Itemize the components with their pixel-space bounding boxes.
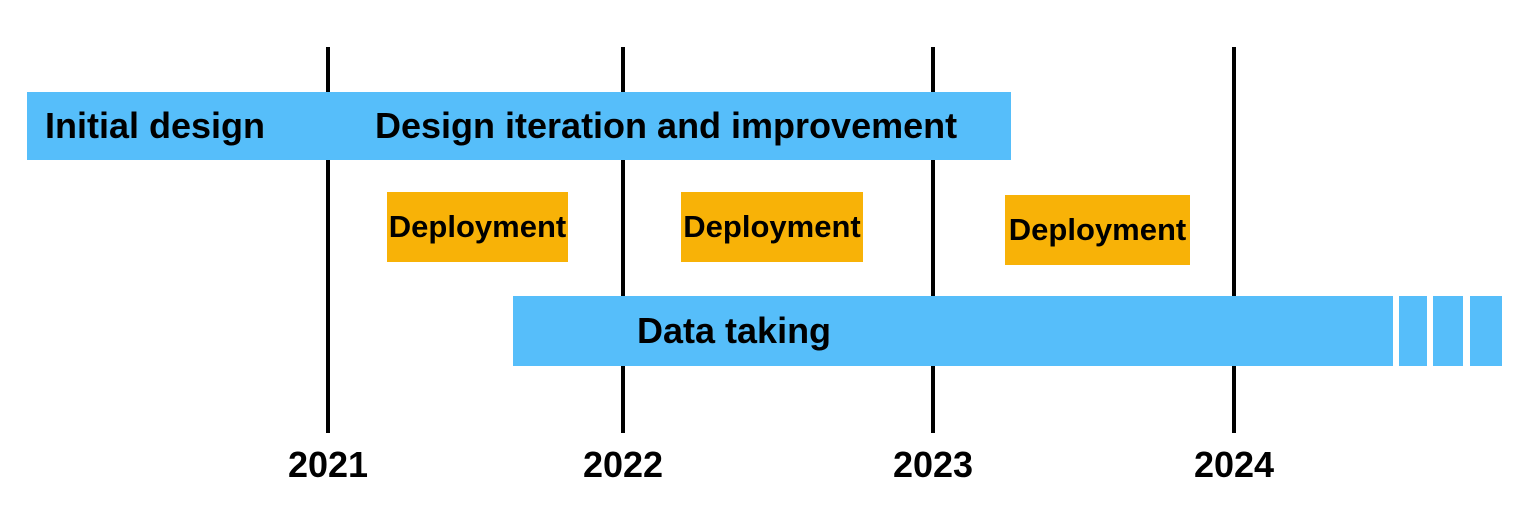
data-taking-fade-segment-3 [1470, 296, 1502, 366]
gridline-2021 [326, 47, 330, 433]
gridline-2024 [1232, 47, 1236, 433]
gridline-2022 [621, 47, 625, 433]
year-label-2022: 2022 [582, 444, 664, 485]
data-taking-fade-segment-2 [1433, 296, 1463, 366]
deployment-bar-2: Deployment [681, 192, 863, 262]
year-label-2023: 2023 [892, 444, 974, 485]
deployment-bar-1: Deployment [387, 192, 568, 262]
data-taking-fade-segment-1 [1399, 296, 1427, 366]
deployment-bar-3: Deployment [1005, 195, 1190, 265]
deployment-label-3: Deployment [1008, 212, 1187, 247]
year-label-2024: 2024 [1193, 444, 1275, 485]
year-label-2021: 2021 [287, 444, 369, 485]
initial-design-label: Initial design [45, 105, 266, 146]
data-taking-label: Data taking [637, 310, 832, 351]
data-taking-bar: Data taking [513, 296, 1393, 366]
design-phase-bar: Initial design Design iteration and impr… [27, 92, 1011, 160]
deployment-label-2: Deployment [683, 209, 861, 244]
design-iteration-label: Design iteration and improvement [375, 105, 958, 146]
deployment-label-1: Deployment [388, 209, 567, 244]
gridline-2023 [931, 47, 935, 433]
